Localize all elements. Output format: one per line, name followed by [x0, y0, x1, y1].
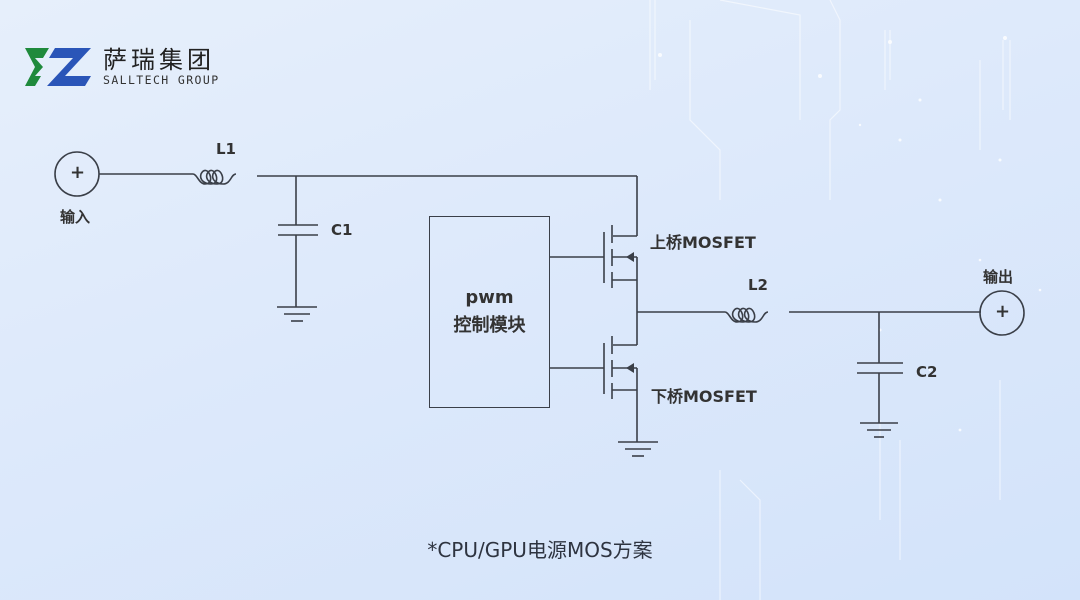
low-side-mosfet-label: 下桥MOSFET [651, 387, 757, 406]
output-terminal-plus: + [995, 301, 1011, 322]
ground-symbol-c1 [277, 306, 317, 322]
inductor-l1-label: L1 [216, 140, 236, 158]
pwm-controller-line1: pwm [465, 287, 514, 308]
company-logo: 萨瑞集团 SALLTECH GROUP [25, 45, 220, 89]
ground-symbol-c2 [860, 422, 898, 438]
low-side-mosfet-symbol [603, 336, 637, 399]
output-terminal-circle [979, 290, 1025, 336]
inductor-l1 [192, 169, 237, 185]
input-label: 输入 [60, 208, 91, 226]
pwm-controller-block: pwm 控制模块 [429, 216, 550, 408]
inductor-l2-label: L2 [748, 276, 768, 294]
high-side-mosfet-label: 上桥MOSFET [650, 233, 756, 252]
salltech-logo-icon [25, 48, 91, 86]
capacitor-c2-label: C2 [916, 363, 938, 381]
ground-symbol-mosfet [618, 441, 658, 457]
logo-name-en: SALLTECH GROUP [103, 73, 220, 87]
high-side-mosfet-arrow [626, 252, 634, 262]
input-terminal-plus: + [70, 162, 86, 183]
logo-name-cn: 萨瑞集团 [103, 46, 215, 74]
output-label: 输出 [983, 268, 1014, 286]
capacitor-c1-label: C1 [331, 221, 353, 239]
diagram-caption: *CPU/GPU电源MOS方案 [427, 538, 653, 562]
low-side-mosfet-arrow [626, 363, 634, 373]
pwm-controller-line2: 控制模块 [453, 315, 526, 336]
inductor-l2 [724, 307, 769, 323]
